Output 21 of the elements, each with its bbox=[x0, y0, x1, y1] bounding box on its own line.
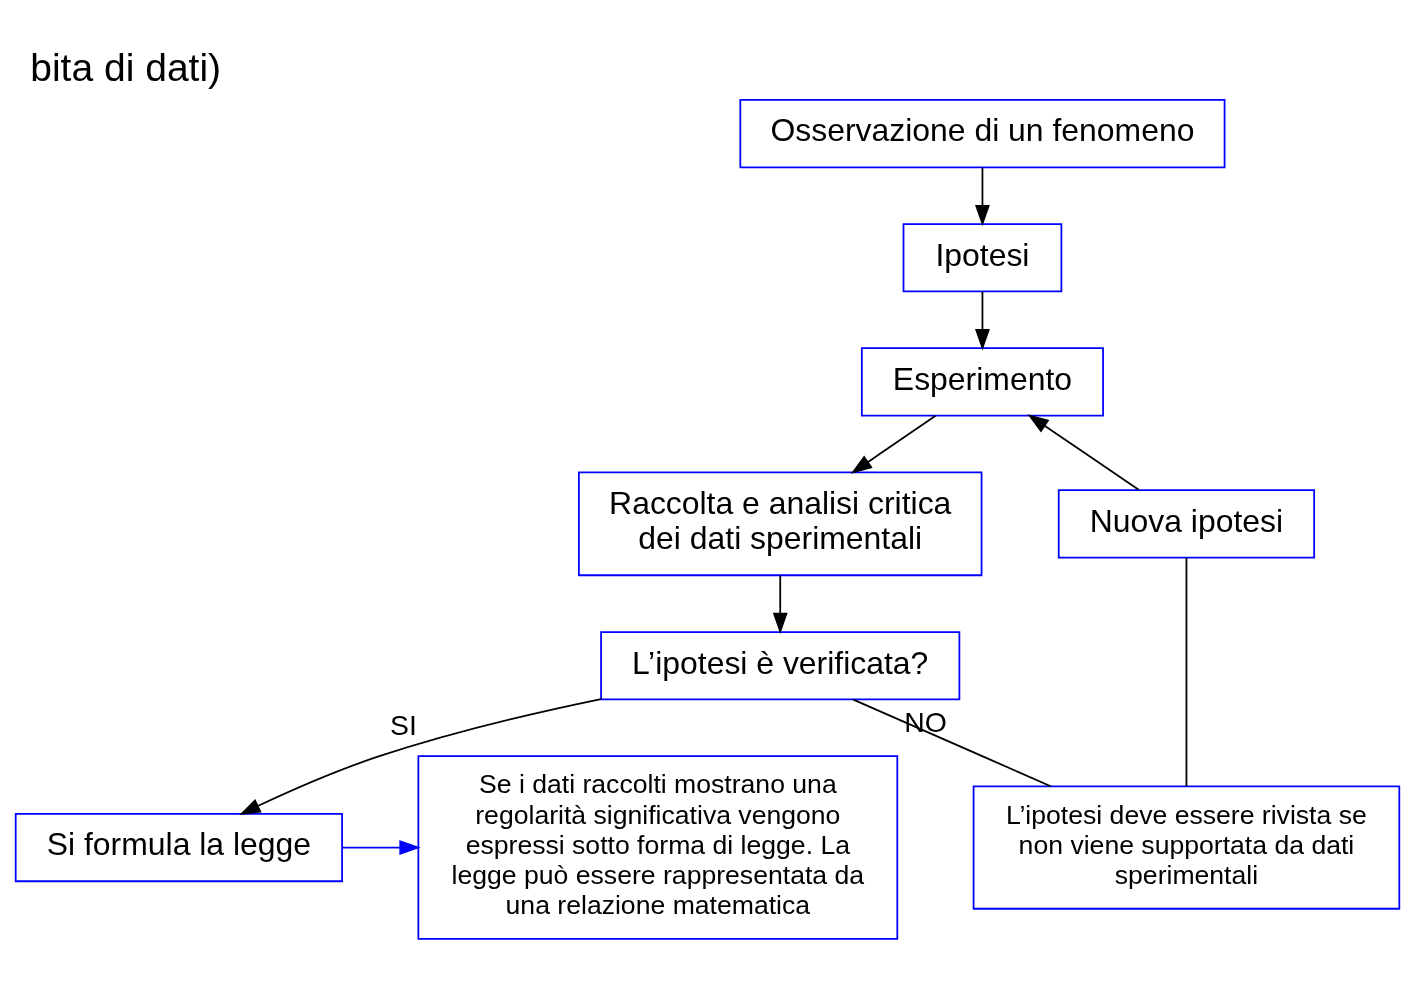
node-box: Si formula la legge bbox=[14, 812, 343, 883]
diagram-title: bita di dati) bbox=[30, 46, 222, 90]
arrow bbox=[772, 574, 788, 634]
arrow bbox=[239, 698, 602, 815]
node-box: Esperimento bbox=[860, 347, 1104, 417]
node-box: Nuova ipotesi bbox=[1057, 489, 1316, 559]
arrow bbox=[975, 290, 990, 351]
node-box: Osservazione di un fenomeno bbox=[739, 98, 1226, 169]
edge-label: NO bbox=[904, 705, 947, 738]
arrow bbox=[850, 414, 937, 474]
node-box: Ipotesi bbox=[902, 223, 1063, 293]
node-box: L’ipotesi deve essere rivista se non viene supportata da dati sperimentali bbox=[972, 785, 1401, 910]
connector bbox=[852, 698, 1052, 788]
node-box: Se i dati raccolti mostrano una regolarità significativa vengono espressi sotto forma di legge. La legge può essere rappresentata da una relazione matematica bbox=[417, 755, 899, 940]
node-box: L’ipotesi è verificata? bbox=[600, 631, 961, 701]
arrow bbox=[1027, 414, 1140, 491]
arrow bbox=[341, 840, 421, 855]
edge-label: SI bbox=[390, 708, 417, 741]
connector bbox=[1185, 557, 1188, 787]
arrow bbox=[975, 166, 990, 227]
node-box: Raccolta e analisi critica dei dati sperimentali bbox=[578, 471, 983, 577]
